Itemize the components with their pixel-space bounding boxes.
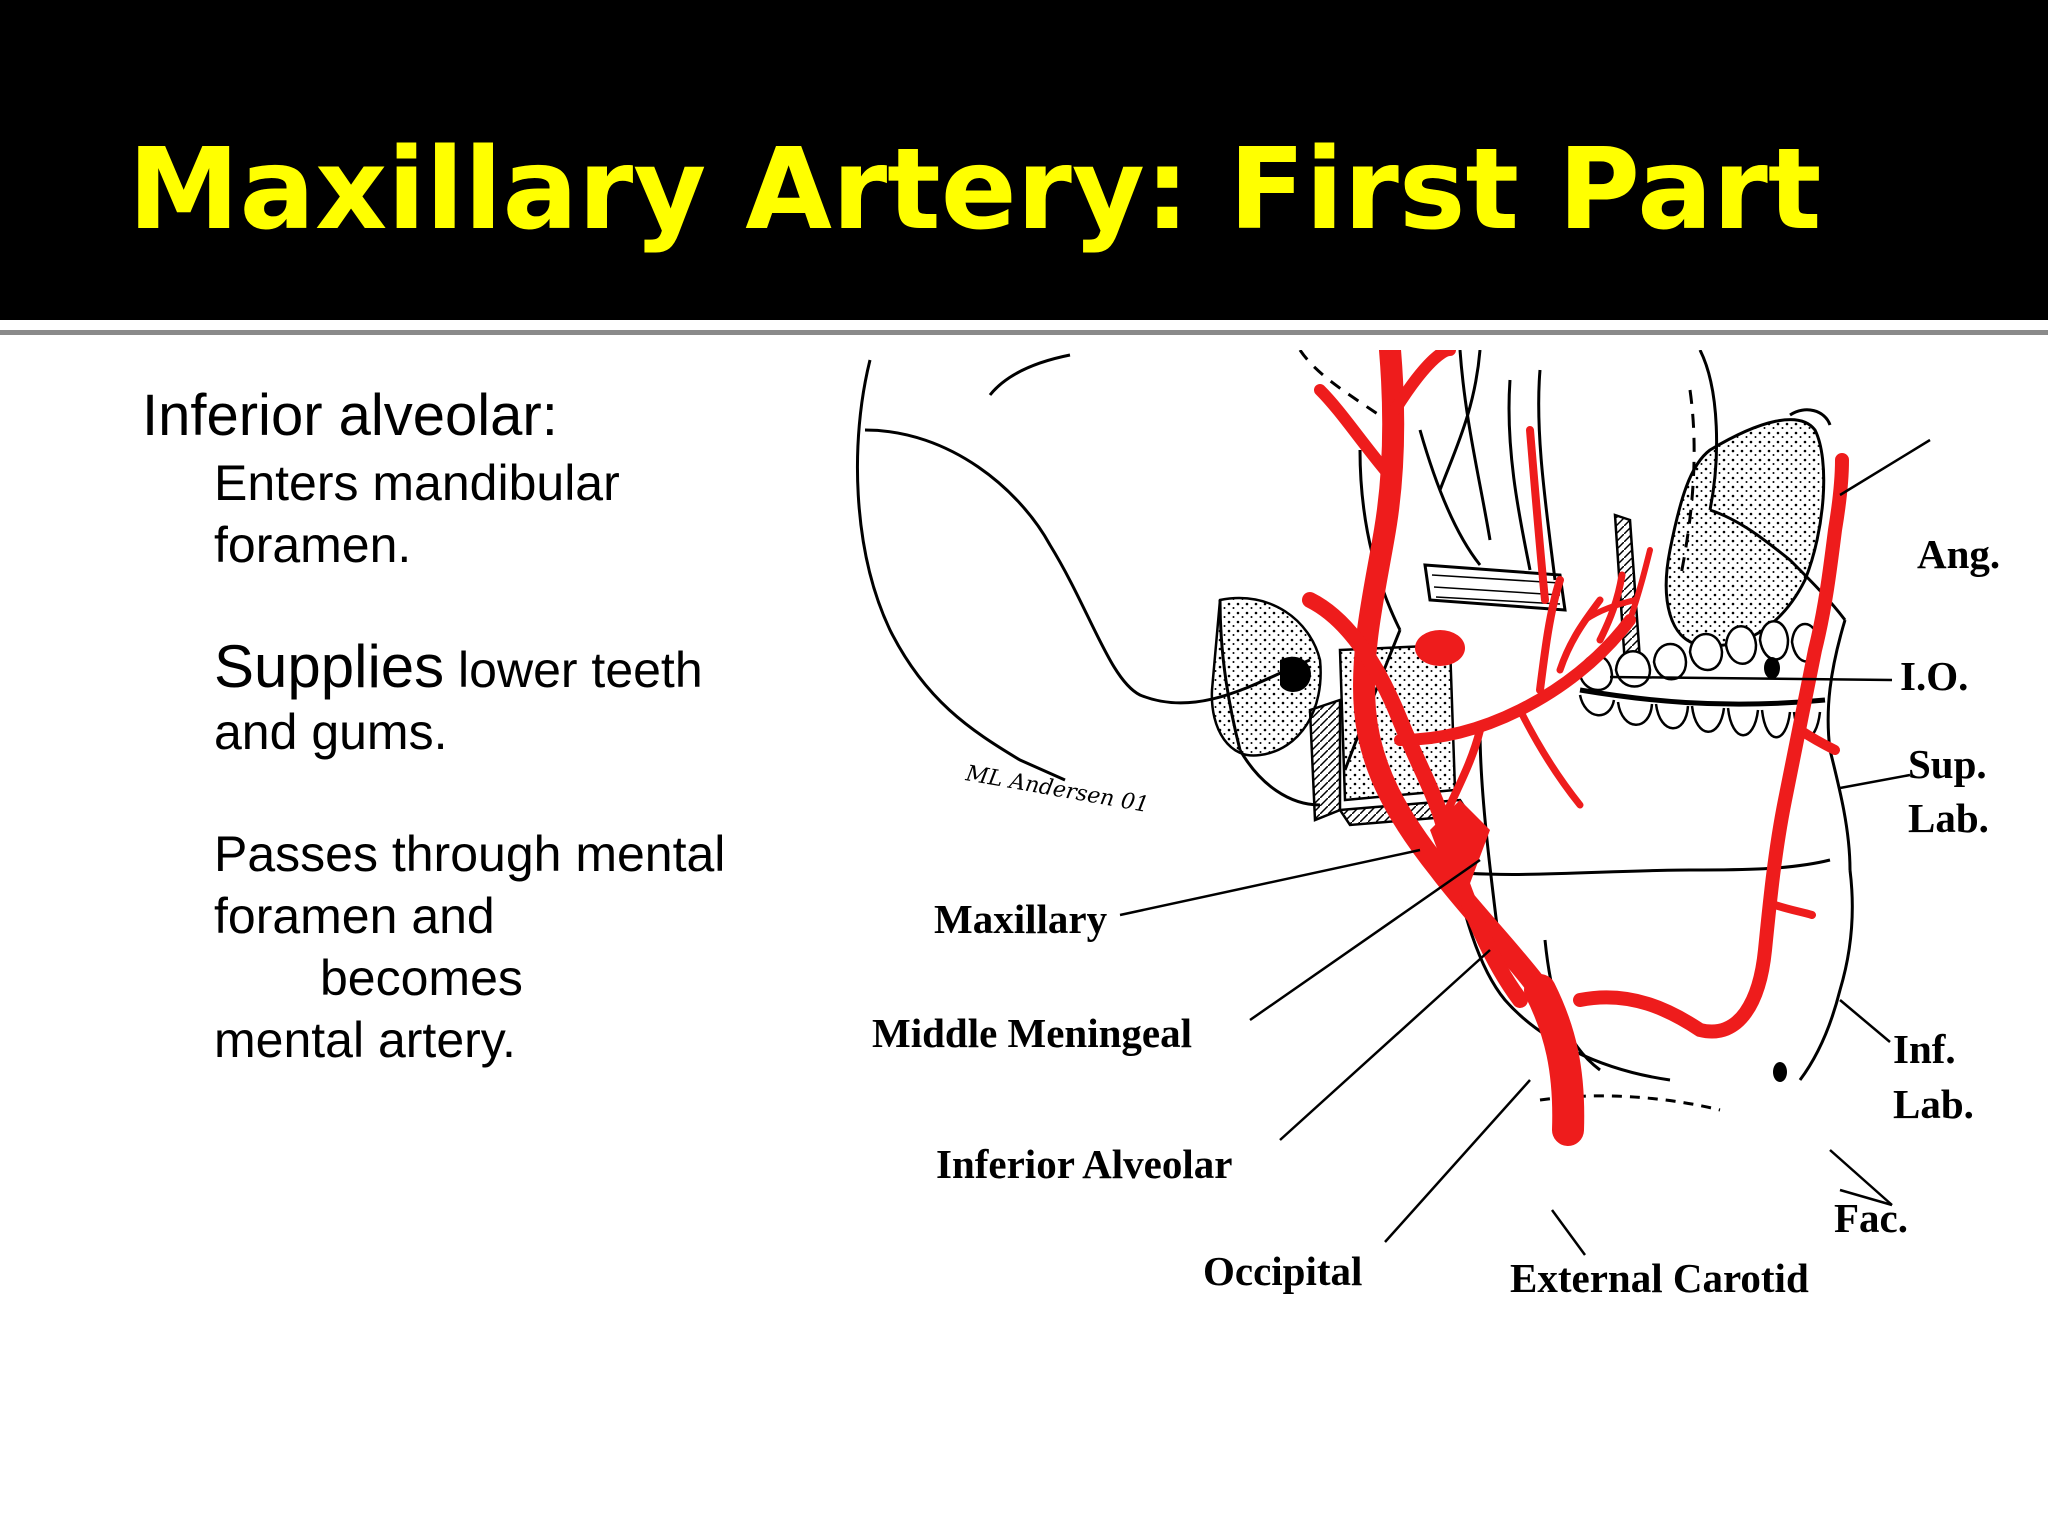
svg-text:ML Andersen 01: ML Andersen 01 [963,761,1151,818]
diagram-labels: Ang. I.O. Sup. Lab. Maxillary Middle Men… [872,531,2000,1301]
hatched-ramus [1308,698,1342,822]
leader-lines [1119,438,1931,1256]
label-inferior-alveolar: Inferior Alveolar [936,1141,1232,1187]
bullet-heading: Inferior alveolar: [142,383,558,448]
carotid-bulge [1430,800,1490,910]
label-io: I.O. [1900,653,1968,699]
pterygoid-muscle [1423,563,1567,612]
infraorbital-foramen [1764,657,1780,679]
stippled-bone-left [1210,596,1322,757]
paragraph-becomes: becomes [320,950,523,1006]
slide-title: Maxillary Artery: First Part [128,125,1822,255]
label-inf-lab-1: Inf. [1893,1026,1956,1072]
label-sup-lab-2: Lab. [1908,795,1989,841]
arteries [1302,350,1849,1146]
supplies-word: Supplies [214,633,445,700]
anatomy-diagram: ML Andersen 01 Ang. I.O. Sup. Lab. Maxil… [855,350,2000,1301]
bullet-sub-block: Enters mandibular foramen. Supplies lowe… [214,452,782,1071]
mental-foramen [1773,1062,1787,1082]
title-bar: Maxillary Artery: First Part [0,0,2048,320]
label-occipital: Occipital [1203,1248,1362,1294]
text-column: Inferior alveolar: Enters mandibular for… [142,380,782,1071]
paragraph-passes: Passes through mental foramen and [214,826,726,944]
label-sup-lab-1: Sup. [1908,741,1987,787]
label-middle-meningeal: Middle Meningeal [872,1010,1192,1056]
title-divider-white [0,322,2048,327]
paragraph-enters: Enters mandibular foramen. [214,455,620,573]
nerves [1418,350,1557,581]
label-ang: Ang. [1917,531,2000,577]
label-inf-lab-2: Lab. [1893,1081,1974,1127]
label-external-carotid: External Carotid [1510,1255,1809,1301]
bite-line [1579,687,1826,707]
artist-signature: ML Andersen 01 [963,761,1151,818]
paragraph-supplies: Supplies lower teeth and gums. [214,636,782,763]
label-fac: Fac. [1834,1195,1908,1241]
orbit [1664,408,1832,648]
supplies-rest: lower teeth and gums. [214,642,703,760]
ear-canal [1280,656,1311,692]
label-maxillary: Maxillary [934,896,1108,942]
title-divider-gray [0,330,2048,335]
middle-meningeal-origin [1415,630,1465,666]
paragraph-mental-artery: mental artery. [214,1012,516,1068]
